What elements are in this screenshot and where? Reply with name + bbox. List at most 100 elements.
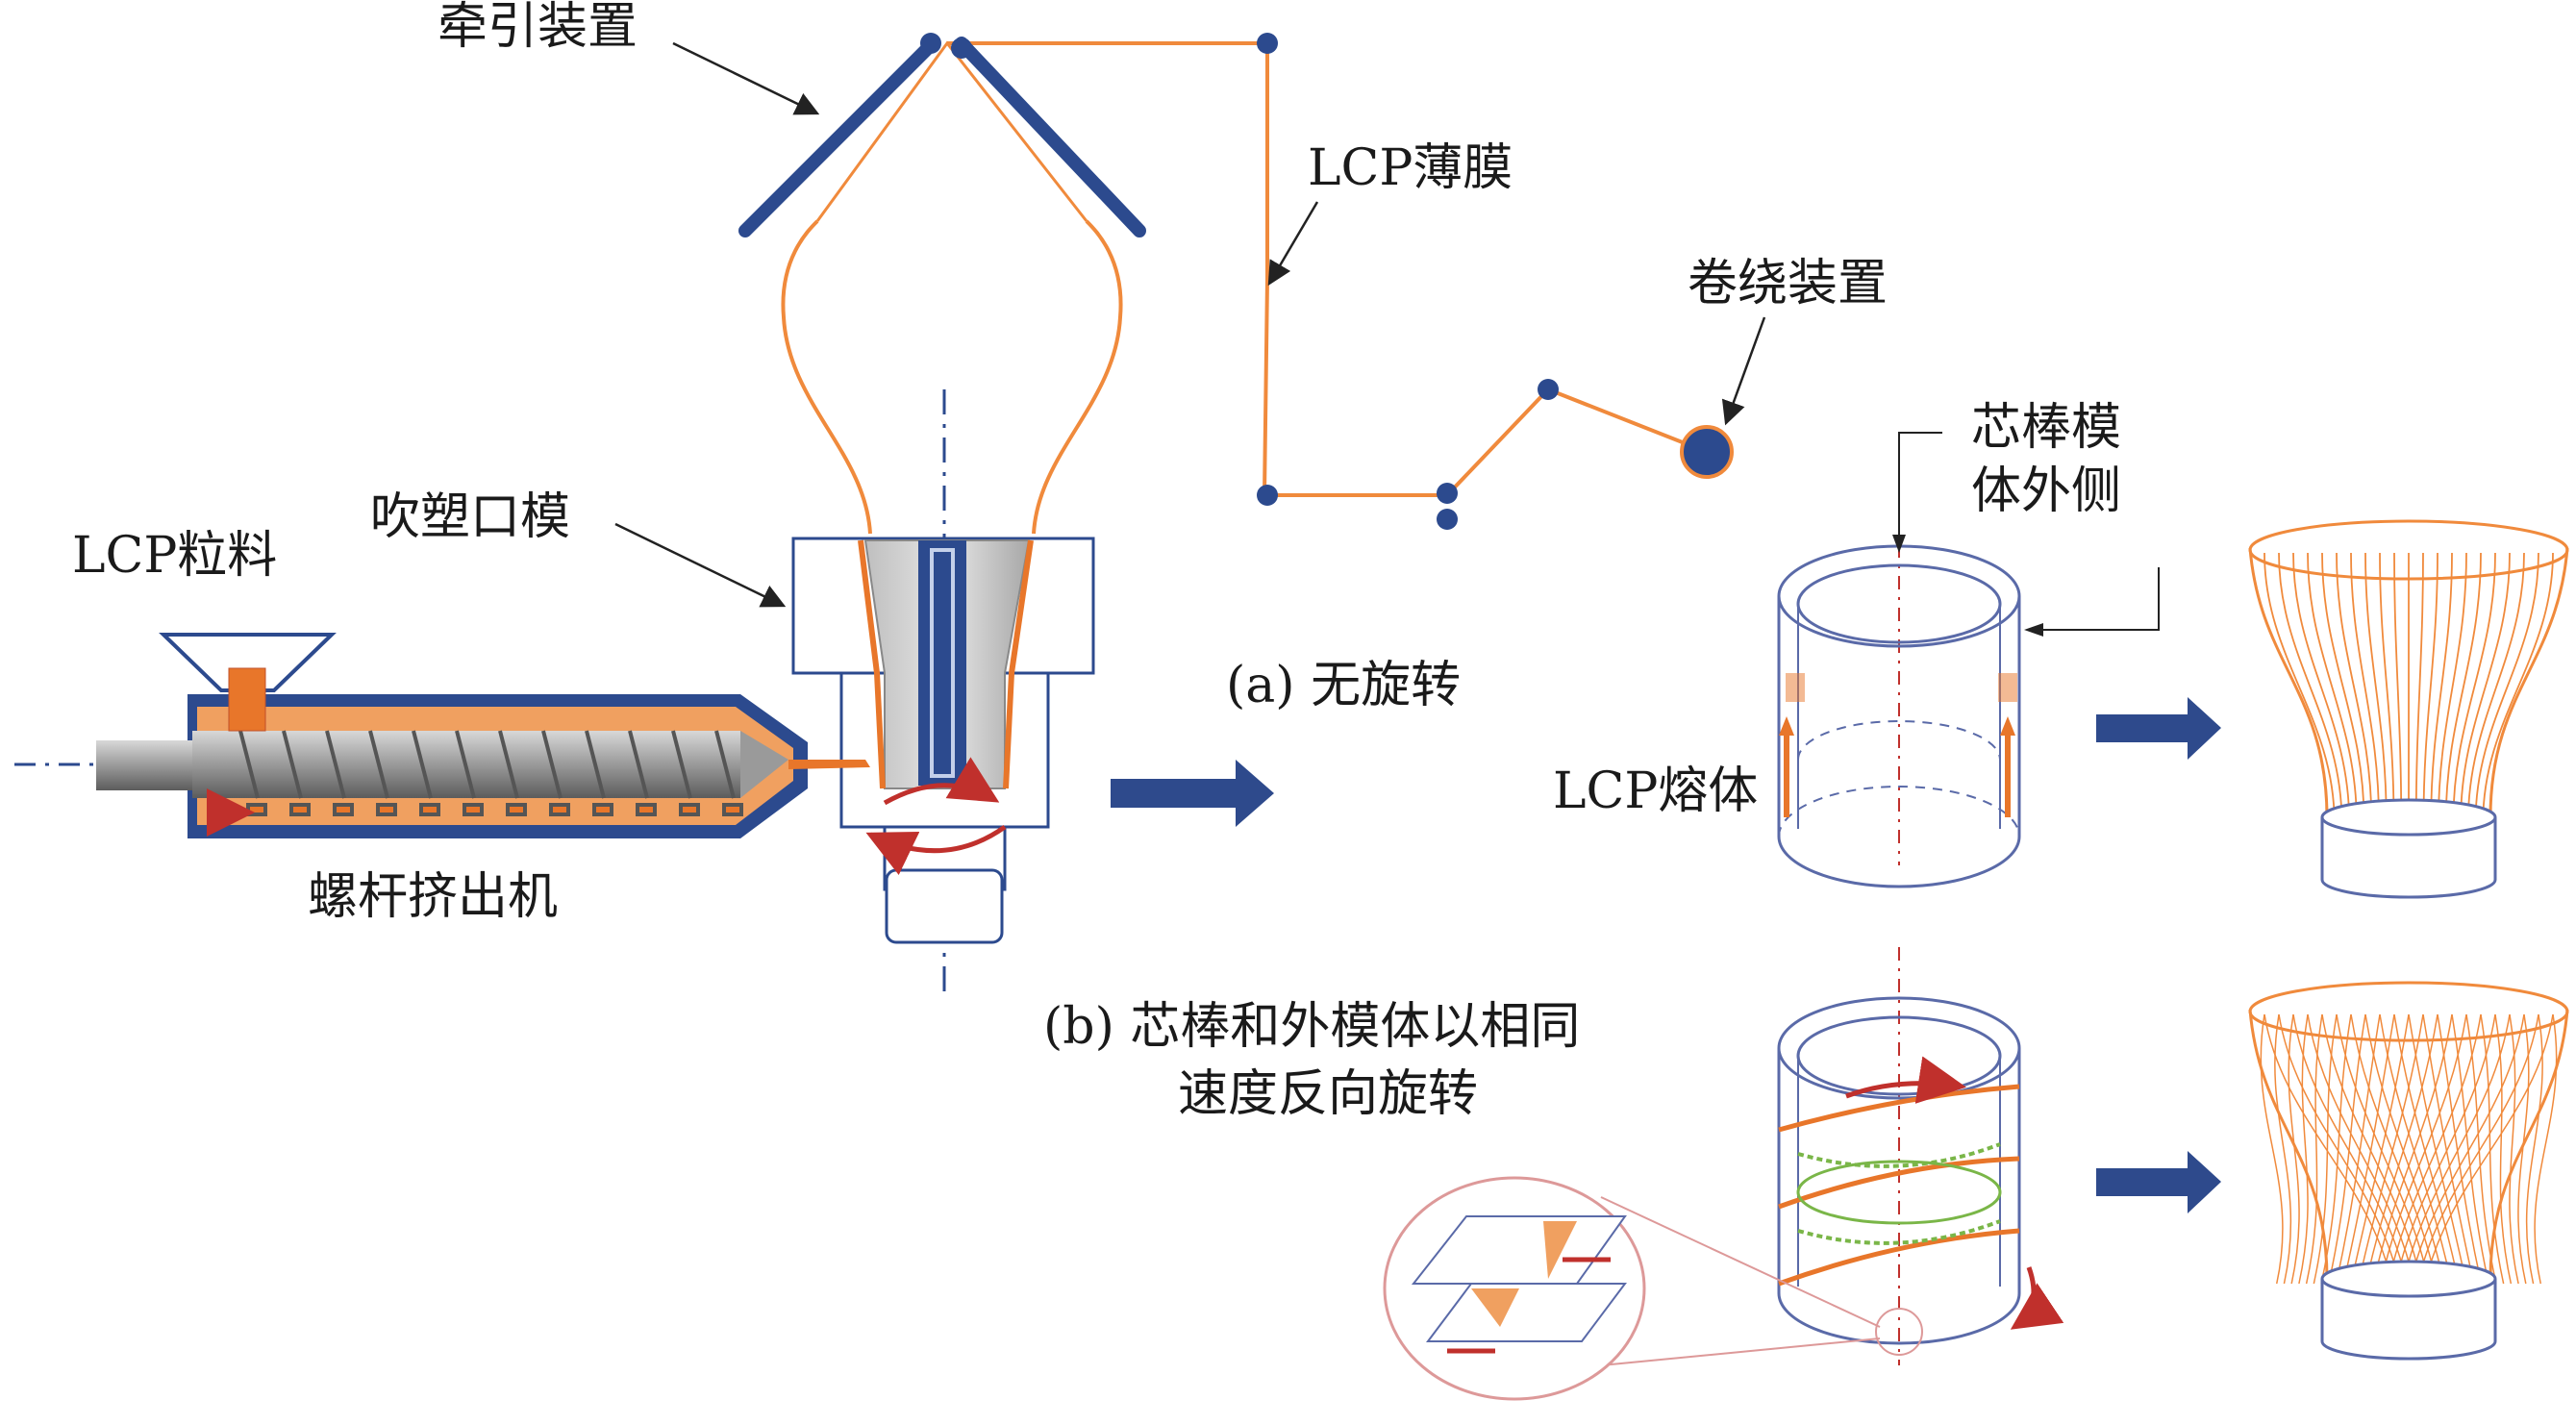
label-screw-extruder: 螺杆挤出机 <box>308 868 558 926</box>
film-fiber-line <box>2408 1013 2467 1285</box>
film-fiber-line <box>2494 1013 2513 1285</box>
screw-flight <box>628 730 649 799</box>
leader-lines <box>614 41 1766 608</box>
label-case-a: (a) 无旋转 <box>1226 657 1461 714</box>
film-fiber-line <box>2313 1013 2338 1285</box>
melt-pellet <box>722 803 743 816</box>
film-fiber-line <box>2438 552 2467 823</box>
screw-flight <box>238 730 260 799</box>
process-arrows <box>1111 697 2221 1213</box>
film-fiber-line <box>2350 552 2380 823</box>
film-fiber-line <box>2364 552 2388 823</box>
film-fiber-line <box>2364 1013 2445 1285</box>
film-fiber-line <box>2452 552 2496 823</box>
melt-pellet <box>419 803 440 816</box>
film-fiber-line <box>2298 1013 2309 1285</box>
screw-flight <box>498 730 519 799</box>
film-fiber-line <box>2357 1013 2424 1285</box>
film-fiber-line <box>2451 1013 2489 1285</box>
melt-pellet <box>289 803 311 816</box>
melt-pellet <box>549 803 570 816</box>
film-fiber-line <box>2350 1013 2410 1285</box>
screw-flight <box>412 730 433 799</box>
film-fiber-line <box>2305 1013 2323 1285</box>
label-case-b-line1: (b) 芯棒和外模体以相同 <box>1043 998 1580 1056</box>
film-fiber-line <box>2380 1013 2467 1285</box>
film-fiber-line <box>2534 1013 2558 1285</box>
label-traction-device: 牵引装置 <box>438 0 638 56</box>
screw-flight <box>325 730 346 799</box>
film-fiber-line <box>2387 1013 2482 1285</box>
film-fiber-line <box>2263 552 2336 823</box>
film-fiber-line <box>2336 552 2373 823</box>
film-fiber-line <box>2278 552 2343 823</box>
film-fiber-line <box>2288 1013 2300 1285</box>
film-fiber-line <box>2394 1013 2496 1285</box>
film-fiber-line <box>2379 552 2395 823</box>
label-case-b-line2: 速度反向旋转 <box>1178 1065 1478 1123</box>
film-fiber-line <box>2460 552 2511 823</box>
screw-extruder <box>14 633 870 838</box>
cylinder-counter-rotation <box>1600 947 2064 1366</box>
melt-pellet <box>376 803 397 816</box>
film-fiber-line <box>2364 1013 2438 1285</box>
film-fiber-line <box>2328 1013 2366 1285</box>
label-blowing-die: 吹塑口模 <box>370 488 570 546</box>
melt-pellet <box>679 803 700 816</box>
film-fiber-line <box>2474 552 2539 823</box>
film-fiber-line <box>2372 1013 2453 1285</box>
film-fiber-line <box>2320 1013 2352 1285</box>
film-fiber-line <box>2335 1013 2381 1285</box>
screw-flight <box>368 730 389 799</box>
film-path <box>781 40 1708 535</box>
film-fiber-line <box>2274 1013 2292 1285</box>
film-fiber-line <box>2480 1013 2505 1285</box>
film-fiber-line <box>2260 1013 2284 1285</box>
winding-roll <box>1680 425 1734 479</box>
melt-pellet <box>506 803 527 816</box>
film-fiber-line <box>2292 1013 2408 1285</box>
film-fiber-line <box>2482 552 2554 823</box>
film-fiber-line <box>2307 552 2358 823</box>
film-fiber-line <box>2424 1013 2554 1285</box>
blowing-die <box>791 537 1095 944</box>
film-fiber-line <box>2430 552 2453 823</box>
screw-flight <box>585 730 606 799</box>
label-winding-device: 卷绕装置 <box>1688 255 1888 312</box>
melt-pellet <box>333 803 354 816</box>
film-fiber-line <box>2342 1013 2395 1285</box>
screw-flight <box>671 730 692 799</box>
film-output-biaxial <box>2248 981 2569 1361</box>
traction-device <box>738 33 1146 238</box>
screw-flight <box>541 730 563 799</box>
melt-pellet <box>636 803 657 816</box>
film-fiber-line <box>2466 552 2525 823</box>
screw-flight <box>714 730 736 799</box>
film-fiber-line <box>2465 1013 2497 1285</box>
screw-flight <box>455 730 476 799</box>
film-fiber-line <box>2410 1013 2525 1285</box>
label-lcp-film: LCP薄膜 <box>1308 139 1513 197</box>
film-fiber-line <box>2437 1013 2483 1285</box>
film-fiber-line <box>2422 552 2438 823</box>
label-mandrel-line2: 体外侧 <box>1971 462 2121 520</box>
film-fiber-line <box>2402 1013 2511 1285</box>
film-output-unidirectional <box>2248 519 2569 899</box>
melt-pellet <box>246 803 267 816</box>
film-fiber-line <box>2444 552 2482 823</box>
melt-pellet <box>463 803 484 816</box>
shear-zoom-inset <box>1383 1176 1646 1401</box>
label-lcp-pellets: LCP粒料 <box>72 527 277 585</box>
melt-pellet <box>592 803 613 816</box>
label-lcp-melt: LCP熔体 <box>1553 762 1758 820</box>
film-fiber-line <box>2422 1013 2475 1285</box>
cylinder-no-rotation <box>1777 432 2160 888</box>
screw-flight <box>282 730 303 799</box>
film-fiber-line <box>2414 552 2424 823</box>
label-mandrel-line1: 芯棒模 <box>1971 399 2121 457</box>
film-fiber-line <box>2416 1013 2539 1285</box>
guide-rollers <box>1257 33 1559 530</box>
film-fiber-line <box>2393 552 2403 823</box>
film-fiber-line <box>2321 552 2365 823</box>
